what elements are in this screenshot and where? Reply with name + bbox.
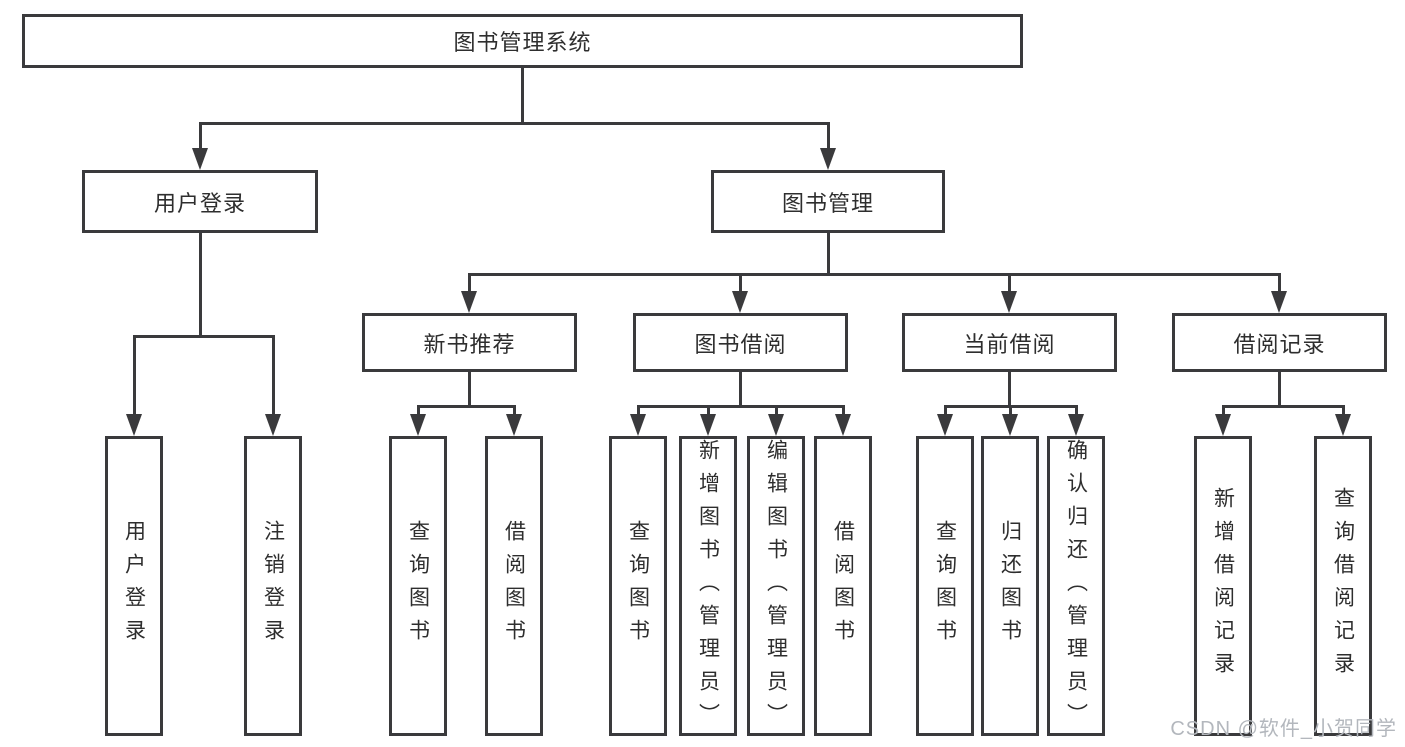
- edge-bb-stem: [739, 372, 742, 405]
- node-label: 图书管理系统: [453, 30, 592, 55]
- edge-user-login-stem: [199, 233, 202, 335]
- edge-drop-bb-edit: [775, 405, 778, 414]
- node-bb-add-books-admin: 新增图书（管理员）: [679, 436, 737, 736]
- arrowhead-icon: [835, 414, 851, 436]
- arrowhead-icon: [768, 414, 784, 436]
- edge-nbr-bar: [417, 405, 516, 408]
- node-label: 新增图书（管理员）: [696, 439, 720, 736]
- node-label: 注销登录: [261, 520, 285, 652]
- edge-drop-nbr-query: [417, 405, 420, 414]
- arrowhead-icon: [1271, 291, 1287, 313]
- edge-drop-bb-borrow: [842, 405, 845, 414]
- csdn-watermark: CSDN @软件_小贺同学: [1170, 718, 1397, 740]
- node-bb-query-books: 查询图书: [609, 436, 667, 736]
- edge-drop-new-book-rec: [468, 273, 471, 291]
- edge-cb-stem: [1008, 372, 1011, 405]
- edge-drop-bb-query: [637, 405, 640, 414]
- arrowhead-icon: [126, 414, 142, 436]
- node-user-login: 用户登录: [105, 436, 163, 736]
- node-label: 借阅图书: [502, 520, 526, 652]
- edge-drop-borrow-records: [1278, 273, 1281, 291]
- arrowhead-icon: [1335, 414, 1351, 436]
- node-bb-edit-books-admin: 编辑图书（管理员）: [747, 436, 805, 736]
- node-label: 确认归还（管理员）: [1064, 439, 1088, 736]
- edge-drop-user-login-group: [199, 122, 202, 148]
- node-user-login-group: 用户登录: [82, 170, 318, 233]
- node-label: 查询图书: [626, 520, 650, 652]
- edge-user-login-bar: [133, 335, 275, 338]
- edge-br-bar: [1222, 405, 1345, 408]
- node-label: 查询图书: [406, 520, 430, 652]
- edge-book-mgmt-stem: [827, 233, 830, 273]
- node-cb-query-books: 查询图书: [916, 436, 974, 736]
- edge-drop-br-query: [1342, 405, 1345, 414]
- node-current-borrowing: 当前借阅: [902, 313, 1117, 372]
- arrowhead-icon: [192, 148, 208, 170]
- arrowhead-icon: [1068, 414, 1084, 436]
- node-label: 借阅记录: [1233, 331, 1326, 357]
- arrowhead-icon: [1001, 291, 1017, 313]
- node-nbr-query-books: 查询图书: [389, 436, 447, 736]
- edge-drop-br-add: [1222, 405, 1225, 414]
- arrowhead-icon: [820, 148, 836, 170]
- node-logout: 注销登录: [244, 436, 302, 736]
- node-book-management: 图书管理: [711, 170, 945, 233]
- edge-nbr-stem: [468, 372, 471, 405]
- edge-book-mgmt-bar: [468, 273, 1281, 276]
- node-label: 图书管理: [781, 190, 874, 216]
- node-label: 新增借阅记录: [1211, 487, 1235, 685]
- node-label: 查询图书: [933, 520, 957, 652]
- edge-drop-cb-confirm: [1075, 405, 1078, 414]
- node-label: 用户登录: [153, 190, 246, 216]
- node-cb-return-books: 归还图书: [981, 436, 1039, 736]
- edge-drop-bb-add: [707, 405, 710, 414]
- node-cb-confirm-return-admin: 确认归还（管理员）: [1047, 436, 1105, 736]
- edge-br-stem: [1278, 372, 1281, 405]
- node-label: 当前借阅: [963, 331, 1056, 357]
- arrowhead-icon: [410, 414, 426, 436]
- node-label: 用户登录: [122, 520, 146, 652]
- arrowhead-icon: [937, 414, 953, 436]
- node-borrow-records: 借阅记录: [1172, 313, 1387, 372]
- node-br-add-record: 新增借阅记录: [1194, 436, 1252, 736]
- arrowhead-icon: [700, 414, 716, 436]
- edge-drop-current-borrow: [1008, 273, 1011, 291]
- arrowhead-icon: [506, 414, 522, 436]
- edge-bb-bar: [637, 405, 845, 408]
- edge-drop-cb-return: [1009, 405, 1012, 414]
- edge-drop-cb-query: [944, 405, 947, 414]
- edge-drop-leaf-logout: [272, 335, 275, 414]
- arrowhead-icon: [1002, 414, 1018, 436]
- node-book-borrowing: 图书借阅: [633, 313, 848, 372]
- edge-root-bar: [199, 122, 830, 125]
- arrowhead-icon: [461, 291, 477, 313]
- arrowhead-icon: [732, 291, 748, 313]
- node-label: 编辑图书（管理员）: [764, 439, 788, 736]
- edge-drop-book-mgmt: [827, 122, 830, 148]
- node-label: 新书推荐: [423, 331, 516, 357]
- arrowhead-icon: [1215, 414, 1231, 436]
- node-library-management-system: 图书管理系统: [22, 14, 1023, 68]
- node-new-book-recommend: 新书推荐: [362, 313, 577, 372]
- edge-root-stem: [521, 68, 524, 122]
- arrowhead-icon: [630, 414, 646, 436]
- node-label: 借阅图书: [831, 520, 855, 652]
- node-label: 归还图书: [998, 520, 1022, 652]
- arrowhead-icon: [265, 414, 281, 436]
- node-nbr-borrow-books: 借阅图书: [485, 436, 543, 736]
- edge-drop-book-borrow: [739, 273, 742, 291]
- node-label: 查询借阅记录: [1331, 487, 1355, 685]
- node-label: 图书借阅: [694, 331, 787, 357]
- node-br-query-record: 查询借阅记录: [1314, 436, 1372, 736]
- edge-drop-nbr-borrow: [513, 405, 516, 414]
- node-bb-borrow-books: 借阅图书: [814, 436, 872, 736]
- edge-drop-leaf-user-login: [133, 335, 136, 414]
